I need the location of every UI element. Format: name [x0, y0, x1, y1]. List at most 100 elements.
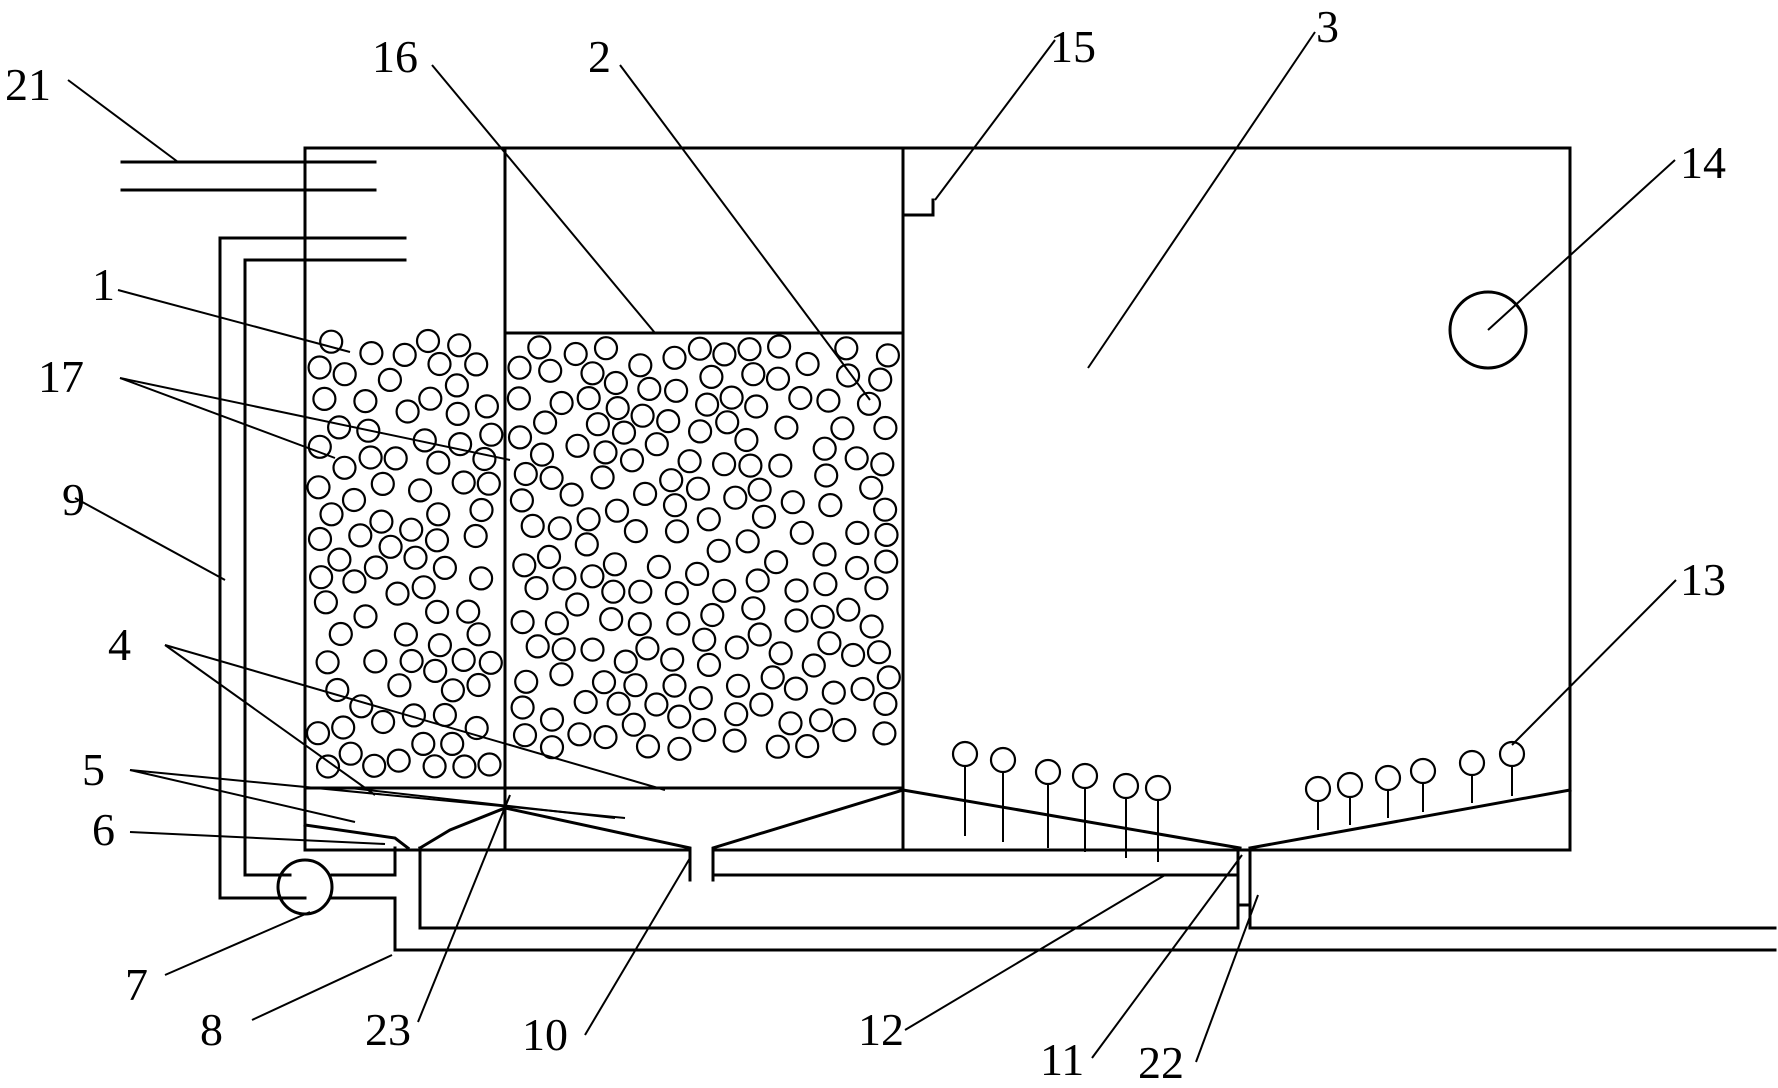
media-ball [418, 386, 443, 411]
media-ball [812, 436, 837, 461]
pipe-12 [688, 873, 1240, 882]
media-ball [836, 597, 861, 622]
media-ball [563, 341, 588, 367]
media-ball [513, 461, 538, 487]
media-ball [448, 432, 473, 457]
media-ball [667, 736, 692, 761]
media-ball [512, 723, 538, 748]
media-ball [664, 519, 690, 544]
media-ball [527, 335, 552, 360]
media-ball [464, 352, 489, 377]
pump-7 [276, 858, 334, 916]
media-ball [325, 677, 350, 703]
media-ball [348, 523, 373, 548]
media-ball [818, 493, 843, 518]
media-ball [662, 673, 687, 698]
media-ball [327, 547, 352, 572]
media-ball [399, 648, 424, 674]
media-ball [424, 528, 450, 553]
media-ball [663, 378, 689, 403]
media-ball [401, 703, 426, 728]
media-ball [332, 455, 357, 480]
media-ball [630, 403, 655, 428]
media-ball [872, 721, 897, 746]
media-ball [876, 665, 901, 690]
media-ball [874, 549, 899, 574]
media-ball [813, 572, 838, 597]
media-ball [656, 409, 681, 434]
media-ball [747, 622, 772, 647]
pipe-8 [330, 846, 1777, 952]
media-ball [315, 754, 341, 779]
media-ball [426, 502, 451, 527]
media-ball [319, 329, 344, 354]
media-ball [395, 399, 420, 424]
media-ball [747, 477, 772, 502]
media-ball [549, 662, 574, 687]
media-ball [383, 446, 408, 471]
media-balls-zone-1 [305, 328, 504, 779]
media-ball [751, 504, 777, 529]
leader-lines [67, 31, 1677, 1063]
media-ball [477, 752, 502, 777]
media-ball [312, 386, 337, 411]
media-ball [635, 636, 660, 661]
media-ball [734, 427, 759, 453]
media-ball [392, 342, 417, 367]
media-ball [529, 442, 555, 467]
media-ball [576, 507, 601, 532]
media-ball [369, 509, 394, 534]
media-ball [712, 342, 737, 367]
media-ball [745, 568, 770, 593]
media-ball [763, 549, 789, 575]
label-23: 23 [365, 1004, 411, 1055]
media-ball [319, 502, 344, 527]
tank-outline [303, 146, 1572, 852]
media-ball [399, 517, 424, 542]
media-ball [872, 497, 898, 522]
label-11: 11 [1040, 1034, 1084, 1085]
media-ball [821, 680, 846, 705]
media-ball [307, 526, 333, 552]
media-ball [784, 578, 809, 603]
media-ball [593, 724, 618, 750]
media-ball [371, 709, 396, 735]
media-ball [795, 351, 820, 377]
media-ball [328, 621, 353, 647]
media-ball [844, 446, 869, 471]
pipe-21 [120, 160, 377, 192]
label-4: 4 [108, 619, 131, 670]
media-ball [627, 611, 652, 637]
media-ball [358, 445, 383, 470]
media-ball [393, 622, 418, 647]
media-ball [585, 412, 611, 437]
media-ball [832, 717, 857, 743]
media-ball [628, 579, 653, 604]
media-ball [845, 520, 870, 546]
media-ball [873, 691, 898, 717]
media-ball [760, 665, 785, 690]
media-ball [309, 565, 334, 590]
media-ball [422, 754, 447, 779]
media-ball [621, 712, 646, 737]
media-ball [456, 599, 481, 624]
label-22: 22 [1138, 1037, 1184, 1088]
media-ball [875, 343, 901, 368]
media-ball [619, 448, 645, 473]
media-ball [386, 748, 411, 773]
label-5: 5 [82, 744, 105, 795]
media-ball [810, 604, 835, 629]
media-ball [403, 545, 428, 570]
media-ball [706, 538, 731, 563]
media-ball [605, 396, 630, 421]
media-ball [506, 386, 532, 411]
media-ball [694, 392, 720, 417]
media-ball [784, 608, 809, 633]
media-ball [606, 691, 631, 716]
media-ball [580, 637, 605, 662]
media-ball [830, 416, 855, 441]
media-ball [635, 734, 661, 759]
media-ball [426, 450, 451, 475]
media-ball [856, 391, 882, 416]
media-ball [738, 453, 763, 478]
